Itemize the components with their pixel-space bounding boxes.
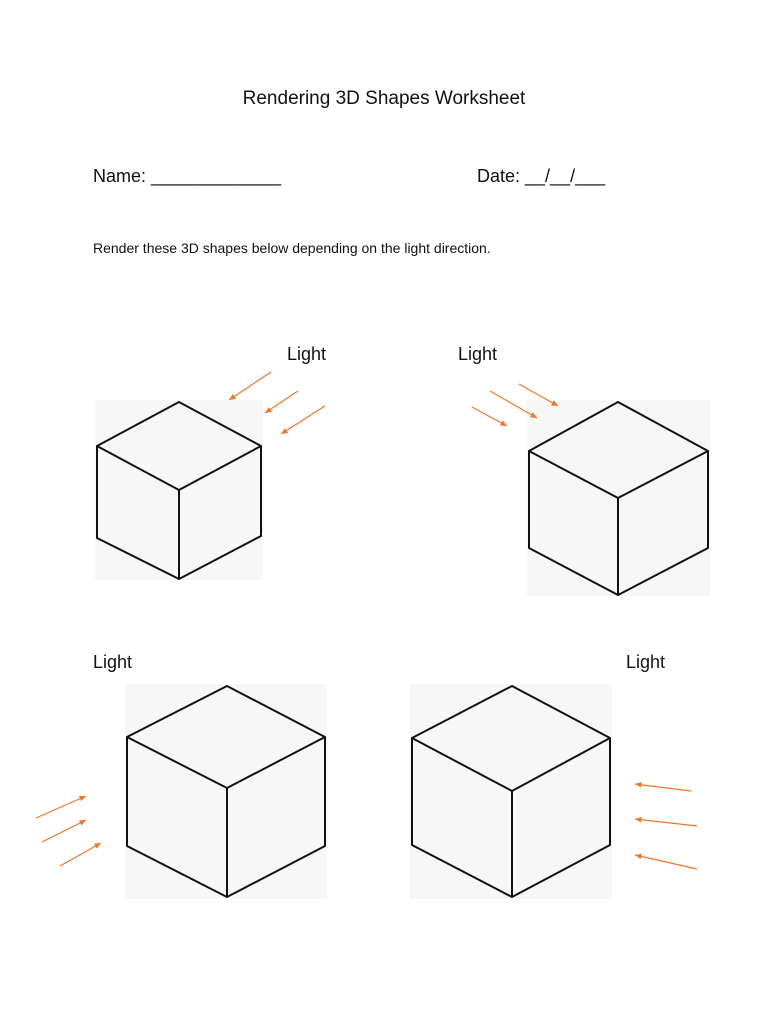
cube-top-right — [527, 400, 710, 596]
cube-top-left — [95, 400, 263, 580]
cube-bottom-left — [125, 684, 327, 899]
worksheet-title: Rendering 3D Shapes Worksheet — [242, 88, 526, 109]
light-label: Light — [287, 344, 327, 364]
light-label: Light — [93, 652, 133, 672]
light-arrows-1 — [228, 371, 326, 435]
name-field: Name: _____________ — [93, 166, 282, 186]
light-label: Light — [626, 652, 666, 672]
light-arrows-4 — [634, 781, 698, 870]
instructions: Render these 3D shapes below depending o… — [93, 240, 491, 256]
light-label: Light — [458, 344, 498, 364]
date-field: Date: __/__/___ — [477, 166, 606, 186]
cube-bottom-right — [410, 684, 612, 899]
light-arrows-3 — [35, 795, 102, 867]
light-arrows-2 — [471, 383, 559, 427]
